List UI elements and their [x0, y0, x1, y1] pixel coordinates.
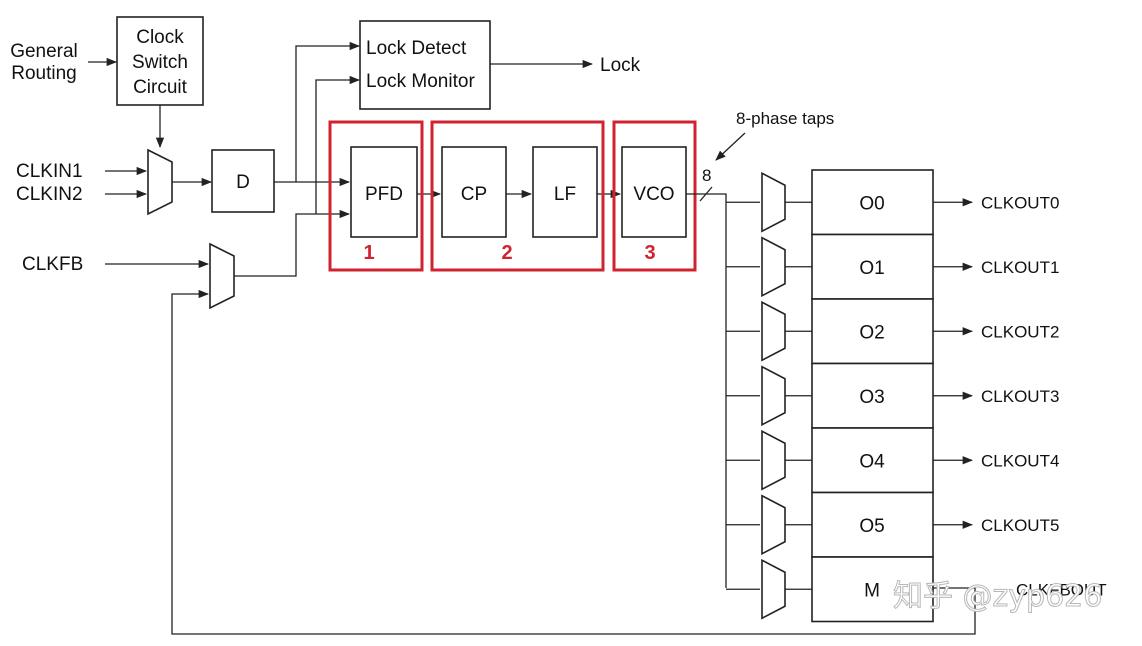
phase-select-mux	[761, 494, 786, 556]
clkout-label: CLKOUT0	[981, 193, 1059, 212]
lf-label: LF	[554, 184, 576, 205]
pfd-block	[350, 146, 418, 238]
cp-label: CP	[461, 184, 487, 205]
phase-select-mux	[761, 236, 786, 298]
phase-select-mux	[761, 429, 786, 491]
bus-width-label: 8	[702, 166, 711, 185]
vco-block	[621, 146, 687, 238]
counter-label: O0	[859, 193, 884, 214]
highlight-number-2: 2	[501, 242, 512, 264]
clock-switch-label-3: Circuit	[133, 77, 188, 98]
general-routing-label: General	[10, 41, 78, 62]
clkout-label: CLKOUT3	[981, 387, 1059, 406]
counter-label: O2	[859, 322, 884, 343]
clkout-label: CLKOUT4	[981, 451, 1059, 470]
feedback-to-lock-wire	[315, 75, 361, 214]
clkout-label: CLKOUT2	[981, 322, 1059, 341]
general-routing-label-2: Routing	[11, 63, 77, 84]
phase-select-mux	[761, 365, 786, 427]
lock-output-label: Lock	[600, 55, 641, 76]
clkfb-label: CLKFB	[22, 254, 83, 275]
clkin2-label: CLKIN2	[16, 184, 83, 205]
bus-slash	[699, 186, 713, 202]
lf-block	[532, 146, 598, 238]
clock-switch-label-2: Switch	[132, 52, 188, 73]
lock-monitor-label: Lock Monitor	[366, 71, 475, 92]
clkfbout-feedback-wire	[171, 289, 976, 635]
feedback-to-pfd-wire	[234, 209, 351, 277]
lock-detect-monitor-block	[359, 20, 491, 110]
highlight-box-2	[430, 120, 605, 272]
output-counter	[811, 427, 934, 494]
clkin-mux	[147, 148, 173, 216]
cp-block	[441, 146, 507, 238]
phase-select-mux	[761, 558, 786, 620]
highlight-box-1	[328, 120, 424, 272]
clock-switch-label-1: Clock	[136, 27, 184, 48]
highlight-box-3	[612, 120, 697, 272]
watermark: 知乎 @zyp626	[893, 579, 1102, 614]
input-divider-block	[211, 149, 275, 213]
phase-select-mux	[761, 300, 786, 362]
counter-label: O3	[859, 387, 884, 408]
clkin1-label: CLKIN1	[16, 161, 83, 182]
vco-label: VCO	[633, 184, 674, 205]
divider-label: D	[236, 172, 250, 193]
highlight-number-3: 3	[644, 242, 655, 264]
clkout-label: CLKOUT1	[981, 258, 1059, 277]
output-counter	[811, 362, 934, 429]
phase-taps-label: 8-phase taps	[736, 109, 834, 128]
counter-label: M	[864, 580, 880, 601]
highlight-number-1: 1	[363, 242, 374, 264]
highlight-groups: 1 2 3	[328, 120, 697, 272]
divider-to-lock-wire	[295, 41, 361, 182]
output-counter	[811, 491, 934, 558]
phase-select-mux	[761, 171, 786, 233]
counter-label: O5	[859, 516, 884, 537]
clkfb-mux	[209, 242, 235, 310]
output-counter	[811, 556, 934, 623]
clkout-label: CLKOUT5	[981, 516, 1059, 535]
phase-taps-pointer	[715, 132, 746, 161]
phase-tap-bus	[686, 193, 727, 588]
lock-detect-label: Lock Detect	[366, 38, 467, 59]
counter-label: O4	[859, 451, 885, 472]
pfd-label: PFD	[365, 184, 403, 205]
clkfbout-label: CLKFBOUT	[1016, 580, 1107, 599]
counter-label: O1	[859, 258, 884, 279]
